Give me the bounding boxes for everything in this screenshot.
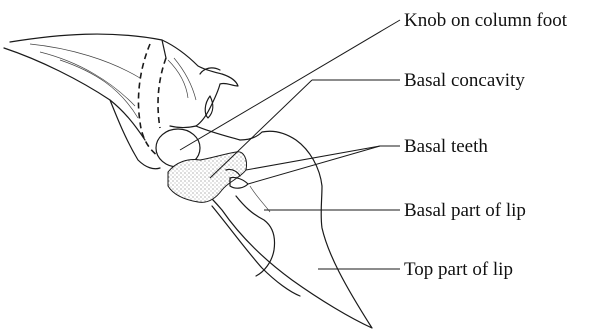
column-foot-joint bbox=[138, 44, 166, 156]
label-knob-on-column-foot: Knob on column foot bbox=[404, 10, 568, 31]
label-basal-teeth: Basal teeth bbox=[404, 136, 488, 157]
leader-knob bbox=[180, 20, 400, 150]
label-basal-part-of-lip: Basal part of lip bbox=[404, 200, 526, 221]
leader-concavity bbox=[210, 80, 312, 178]
leader-teeth-1 bbox=[246, 146, 380, 170]
label-top-part-of-lip: Top part of lip bbox=[404, 259, 513, 280]
column bbox=[4, 34, 166, 169]
anther-region bbox=[162, 40, 238, 128]
label-basal-concavity: Basal concavity bbox=[404, 70, 525, 91]
leader-teeth-2 bbox=[248, 146, 380, 184]
